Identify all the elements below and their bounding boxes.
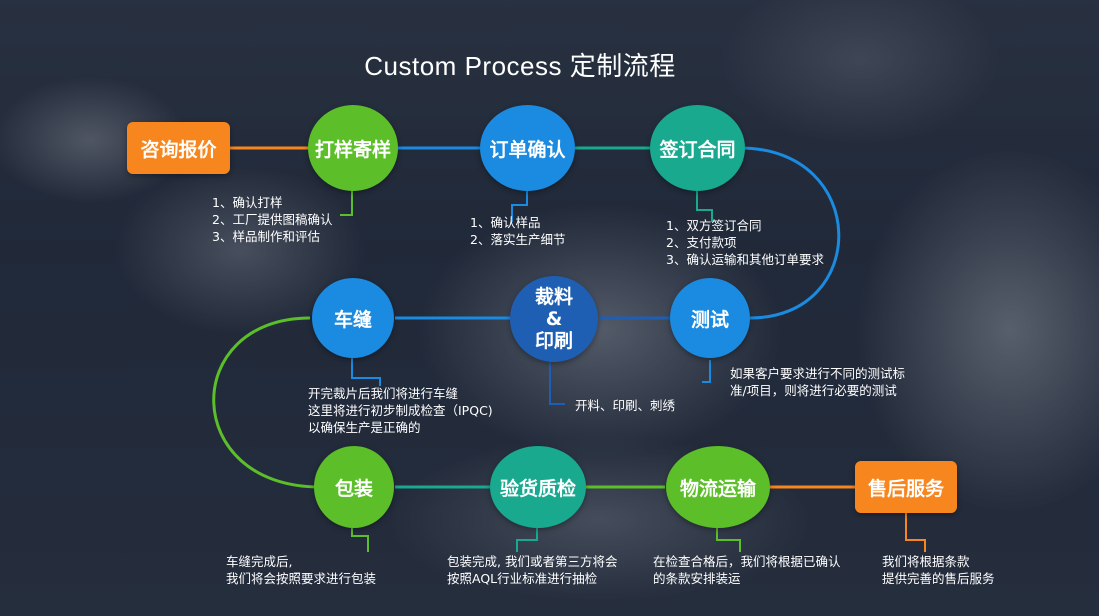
note-testing: 如果客户要求进行不同的测试标 准/项目，则将进行必要的测试 bbox=[730, 365, 905, 399]
step-packing-label: 包装 bbox=[334, 477, 373, 500]
note-line: 3、样品制作和评估 bbox=[212, 229, 320, 244]
note-line: 1、确认打样 bbox=[212, 195, 283, 210]
step-sampling: 打样寄样 bbox=[308, 105, 398, 191]
note-line: 包装完成, 我们或者第三方将会 bbox=[447, 554, 618, 569]
note-line: 准/项目，则将进行必要的测试 bbox=[730, 383, 897, 398]
note-sewing: 开完裁片后我们将进行车缝 这里将进行初步制成检查（IPQC) 以确保生产是正确的 bbox=[308, 385, 493, 436]
note-line: 的条款安排装运 bbox=[653, 571, 741, 586]
note-line: 如果客户要求进行不同的测试标 bbox=[730, 366, 906, 381]
pointer-logistics-note bbox=[716, 528, 741, 552]
pointer-cutting-note bbox=[549, 360, 565, 405]
note-line: 这里将进行初步制成检查（IPQC) bbox=[308, 403, 493, 418]
note-line: 按照AQL行业标准进行抽检 bbox=[447, 571, 598, 586]
step-inquiry-label: 咨询报价 bbox=[140, 138, 217, 161]
step-logistics: 物流运输 bbox=[666, 446, 770, 528]
note-sampling: 1、确认打样 2、工厂提供图稿确认 3、样品制作和评估 bbox=[212, 194, 332, 245]
step-order-confirm: 订单确认 bbox=[480, 105, 575, 191]
note-line: 开料、印刷、刺绣 bbox=[575, 398, 676, 413]
note-line: 我们将会按照要求进行包装 bbox=[226, 571, 377, 586]
connector-contract-testing bbox=[739, 146, 841, 320]
note-line: 1、确认样品 bbox=[470, 215, 541, 230]
note-line: 车缝完成后, bbox=[226, 554, 293, 569]
step-cutting-line3: 印刷 bbox=[534, 330, 573, 352]
step-inspection: 验货质检 bbox=[490, 446, 586, 528]
step-sampling-label: 打样寄样 bbox=[314, 138, 391, 161]
step-cutting-line1: 裁料 bbox=[534, 286, 573, 308]
note-sign-contract: 1、双方签订合同 2、支付款项 3、确认运输和其他订单要求 bbox=[666, 217, 824, 268]
note-line: 我们将根据条款 bbox=[882, 554, 970, 569]
note-line: 在检查合格后，我们将根据已确认 bbox=[653, 554, 841, 569]
pointer-sewing-note bbox=[351, 358, 381, 386]
pointer-contract-note bbox=[696, 190, 713, 222]
step-testing: 测试 bbox=[670, 278, 750, 358]
pointer-aftersales-note bbox=[905, 512, 926, 552]
step-sewing-label: 车缝 bbox=[333, 308, 372, 331]
note-line: 2、工厂提供图稿确认 bbox=[212, 212, 333, 227]
step-after-sales: 售后服务 bbox=[855, 461, 957, 513]
note-line: 3、确认运输和其他订单要求 bbox=[666, 252, 824, 267]
connector-sewing-packing bbox=[212, 316, 321, 489]
note-line: 2、落实生产细节 bbox=[470, 232, 566, 247]
step-inquiry-quote: 咨询报价 bbox=[127, 122, 230, 174]
step-aftersales-label: 售后服务 bbox=[867, 477, 944, 500]
note-logistics: 在检查合格后，我们将根据已确认 的条款安排装运 bbox=[653, 553, 841, 587]
pointer-packing-note bbox=[351, 528, 369, 552]
note-line: 以确保生产是正确的 bbox=[308, 420, 421, 435]
note-after-sales: 我们将根据条款 提供完善的售后服务 bbox=[882, 553, 995, 587]
step-packing: 包装 bbox=[314, 446, 394, 528]
note-inspection: 包装完成, 我们或者第三方将会 按照AQL行业标准进行抽检 bbox=[447, 553, 617, 587]
step-order-label: 订单确认 bbox=[489, 138, 566, 161]
pointer-order-note bbox=[511, 190, 528, 222]
step-cutting-printing: 裁料 & 印刷 bbox=[510, 276, 598, 362]
step-testing-label: 测试 bbox=[690, 308, 729, 331]
note-line: 2、支付款项 bbox=[666, 235, 737, 250]
pointer-inspection-note bbox=[516, 528, 538, 552]
note-line: 开完裁片后我们将进行车缝 bbox=[308, 386, 459, 401]
pointer-sample-note bbox=[340, 190, 353, 216]
note-order-confirm: 1、确认样品 2、落实生产细节 bbox=[470, 214, 565, 248]
pointer-testing-note bbox=[702, 360, 711, 383]
step-inspection-label: 验货质检 bbox=[499, 477, 576, 500]
note-cutting-printing: 开料、印刷、刺绣 bbox=[575, 397, 675, 414]
step-contract-label: 签订合同 bbox=[659, 138, 736, 161]
step-sewing: 车缝 bbox=[312, 278, 394, 358]
step-sign-contract: 签订合同 bbox=[650, 105, 745, 191]
step-cutting-line2: & bbox=[545, 308, 563, 330]
step-logistics-label: 物流运输 bbox=[679, 477, 756, 500]
note-packing: 车缝完成后, 我们将会按照要求进行包装 bbox=[226, 553, 376, 587]
note-line: 提供完善的售后服务 bbox=[882, 571, 995, 586]
note-line: 1、双方签订合同 bbox=[666, 218, 762, 233]
page-title: Custom Process 定制流程 bbox=[364, 51, 676, 81]
